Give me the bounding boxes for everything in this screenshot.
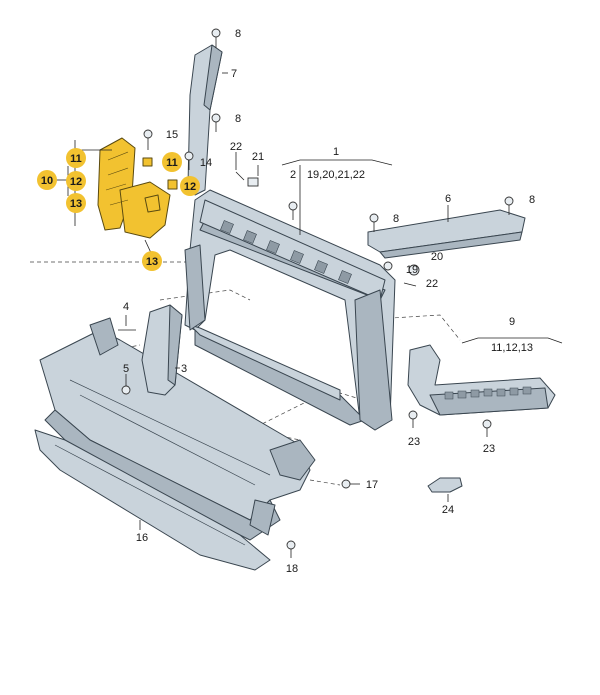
- bumper-crossmember-16: [34, 317, 316, 571]
- callout-11a: 11: [70, 153, 82, 165]
- lock-carrier-1: [184, 189, 396, 431]
- highlight-callouts: 10 11 12 13 11 12 13: [37, 148, 200, 271]
- callout-21: 21: [252, 151, 264, 163]
- callout-12a: 12: [70, 176, 82, 188]
- callout-5: 5: [123, 363, 129, 375]
- callout-23a: 23: [408, 436, 420, 448]
- callout-15: 15: [166, 129, 178, 141]
- air-guide-9: [407, 344, 556, 416]
- callout-10: 10: [41, 175, 53, 187]
- callout-8b: 8: [235, 113, 241, 125]
- callout-17: 17: [366, 479, 378, 491]
- callout-14: 14: [200, 157, 212, 169]
- upper-bracket-7: [187, 44, 223, 196]
- callout-6: 6: [445, 193, 451, 205]
- bracket-3: [141, 304, 183, 396]
- callout-23b: 23: [483, 443, 495, 455]
- callout-9: 9: [509, 316, 515, 328]
- callout-3: 3: [181, 363, 187, 375]
- callout-24: 24: [442, 504, 454, 516]
- callout-22b: 22: [426, 278, 438, 290]
- callout-1-sub: 19,20,21,22: [307, 169, 365, 181]
- callout-8a: 8: [235, 28, 241, 40]
- callout-18: 18: [286, 563, 298, 575]
- callout-labels: 1 19,20,21,22 2 3 4 5 6 7 8 8 8 8 9 11,1…: [123, 28, 535, 575]
- callout-13b: 13: [146, 256, 158, 268]
- callout-20: 20: [431, 251, 443, 263]
- callout-12b: 12: [184, 181, 196, 193]
- right-bracket-6: [367, 209, 526, 259]
- callout-4: 4: [123, 301, 129, 313]
- callout-7: 7: [231, 68, 237, 80]
- callout-2: 2: [290, 169, 296, 181]
- fasteners: [118, 28, 514, 558]
- air-guide-10-highlighted: [97, 137, 178, 239]
- callout-19: 19: [406, 264, 418, 276]
- callout-16: 16: [136, 532, 148, 544]
- callout-11b: 11: [166, 157, 178, 169]
- callout-13a: 13: [70, 198, 82, 210]
- callout-9-sub: 11,12,13: [491, 342, 533, 354]
- callout-8d: 8: [529, 194, 535, 206]
- callout-1: 1: [333, 146, 339, 158]
- callout-22a: 22: [230, 141, 242, 153]
- clip-24: [427, 477, 463, 493]
- callout-8c: 8: [393, 213, 399, 225]
